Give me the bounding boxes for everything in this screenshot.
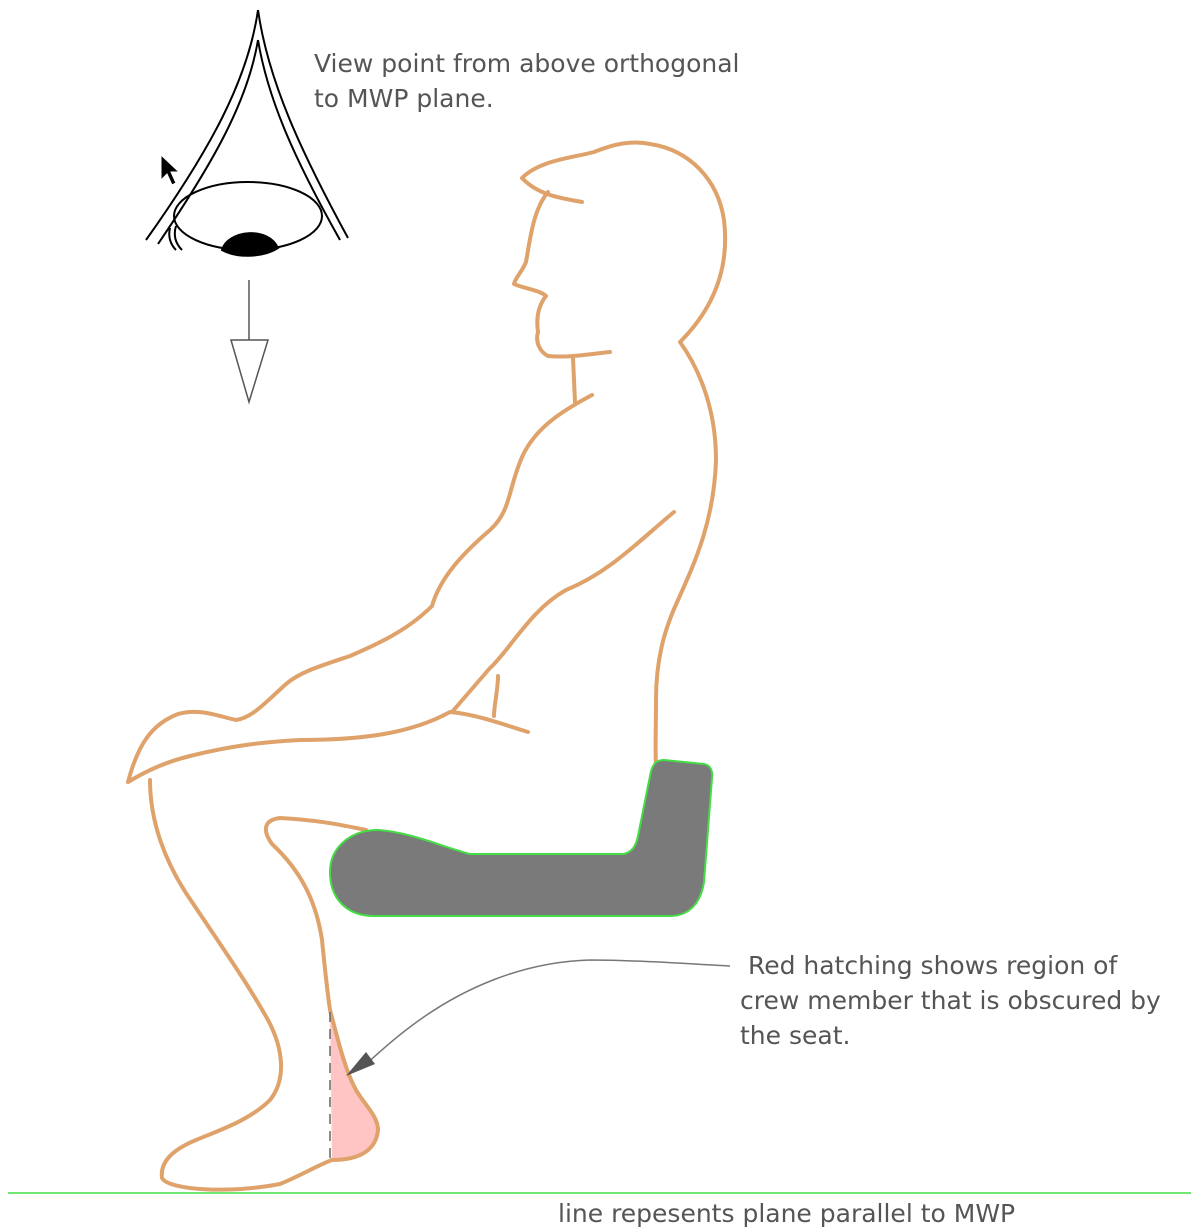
hatching-annotation: Red hatching shows region of crew member… xyxy=(740,948,1161,1053)
plane-annotation: line repesents plane parallel to MWP xyxy=(558,1196,1015,1231)
seat xyxy=(330,760,712,916)
human-figure xyxy=(128,142,725,1189)
hatching-annotation-line-1: Red hatching shows region of xyxy=(740,948,1161,983)
hatching-annotation-line-3: the seat. xyxy=(740,1018,1161,1053)
leader-line xyxy=(364,960,730,1066)
viewpoint-annotation-line-2: to MWP plane. xyxy=(314,81,740,116)
viewpoint-annotation: View point from above orthogonal to MWP … xyxy=(314,46,740,116)
mouse-pointer-icon xyxy=(161,155,179,185)
hatching-annotation-line-2: crew member that is obscured by xyxy=(740,983,1161,1018)
arrow-down-icon xyxy=(231,280,268,402)
leader-arrowhead xyxy=(346,1052,375,1076)
viewpoint-annotation-line-1: View point from above orthogonal xyxy=(314,46,740,81)
plane-annotation-text: line repesents plane parallel to MWP xyxy=(558,1196,1015,1231)
